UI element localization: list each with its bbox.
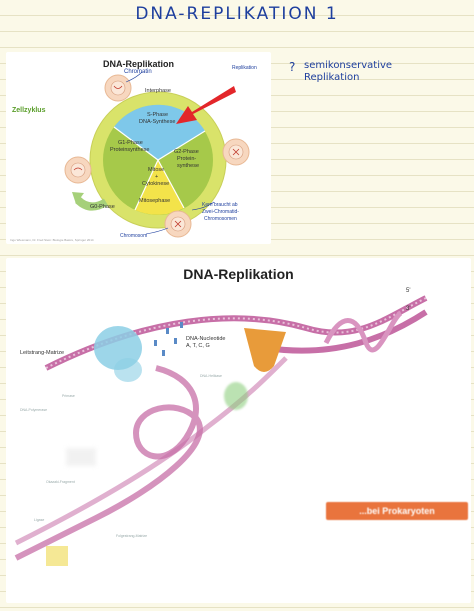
figure2-title: DNA-Replikation	[183, 266, 294, 282]
blur-label-ligase: Ligase	[34, 518, 45, 522]
figure1-title: DNA-Replikation	[102, 59, 174, 69]
chromatin-note: Chromatin	[124, 69, 152, 75]
prokaryoten-banner: ...bei Prokaryoten	[326, 502, 468, 520]
cell-top	[104, 74, 132, 102]
parent-strand	[265, 309, 428, 354]
g2-phase-label: G2-Phase	[174, 149, 199, 155]
cell-cycle-figure: DNA-Replikation Zellzyklus	[6, 52, 271, 244]
note-marker: ?	[289, 60, 296, 74]
lagging-template	[14, 356, 288, 546]
nucleotide-label-2: A, T, C, G	[186, 343, 210, 349]
g2-phase-sub1-label: Protein-	[177, 156, 197, 162]
blur-label-primase: Primase	[62, 394, 75, 398]
s-phase-label: S-Phase	[147, 112, 169, 118]
mitose-plus-label: +	[155, 174, 159, 180]
replication-fork-figure: DNA-Replikation Leitstrang-Matrize	[6, 258, 471, 603]
cell-cycle-diagram	[64, 71, 250, 238]
mitose-wedge	[135, 160, 184, 215]
lagging-strand	[14, 365, 203, 561]
kern-note-2: Zwei-Chromatid-	[202, 209, 239, 215]
g1-phase-sub-label: Proteinsynthese	[110, 147, 150, 153]
blur-label-polymerase: DNA-Polymerase	[20, 408, 48, 412]
bottom-block	[46, 546, 68, 566]
page-title: DNA-REPLIKATION 1	[135, 4, 339, 24]
replikation-arrow	[176, 86, 236, 124]
figure1-credit: Ingo Wiesmann, Dr. Fred Stein: Biologie …	[10, 238, 94, 242]
mitose-label: Mitose	[148, 167, 165, 173]
kern-note-3: Chromosomen	[204, 216, 237, 222]
chromosom-note: Chromosom	[120, 233, 148, 239]
mitosephase-label: Mitosephase	[139, 198, 171, 204]
prime3-label: 3'	[406, 306, 411, 312]
replication-fork-diagram	[14, 295, 428, 566]
nucleotide-cluster	[154, 322, 183, 356]
cell-left	[64, 156, 92, 184]
blur-label-okazaki: Okazaki-Fragment	[46, 480, 75, 484]
helix-twist	[323, 310, 403, 353]
g0-phase-label: G0-Phase	[90, 204, 115, 210]
note-line-2: Replikation	[304, 72, 360, 83]
cytokinese-label: Cytokinese	[142, 181, 170, 187]
kern-note-1: Kern braucht ab	[202, 202, 238, 208]
cell-bottom	[164, 210, 192, 238]
s-phase-sub-label: DNA-Synthese	[139, 119, 176, 125]
blur-label-folgestrang: Folgestrang-Matrize	[116, 534, 148, 538]
polymerase-shape	[244, 328, 286, 372]
cell-right	[222, 138, 250, 166]
g2-phase-sub2-label: synthese	[177, 163, 200, 169]
nucleotide-label-1: DNA-Nucleotide	[186, 336, 226, 342]
leitstrang-label: Leitstrang-Matrize	[20, 350, 65, 356]
blur-label-helikase: DNA-Helikase	[200, 374, 222, 378]
g1-phase-label: G1-Phase	[118, 140, 143, 146]
note-line-1: semikonservative	[304, 60, 393, 71]
replikation-note: Replikation	[232, 65, 257, 71]
ligase-shape	[224, 382, 248, 410]
g0-arrow	[75, 197, 109, 211]
zellzyklus-label: Zellzyklus	[12, 107, 46, 114]
prime5-label: 5'	[406, 288, 411, 294]
interphase-label: Interphase	[145, 88, 171, 94]
